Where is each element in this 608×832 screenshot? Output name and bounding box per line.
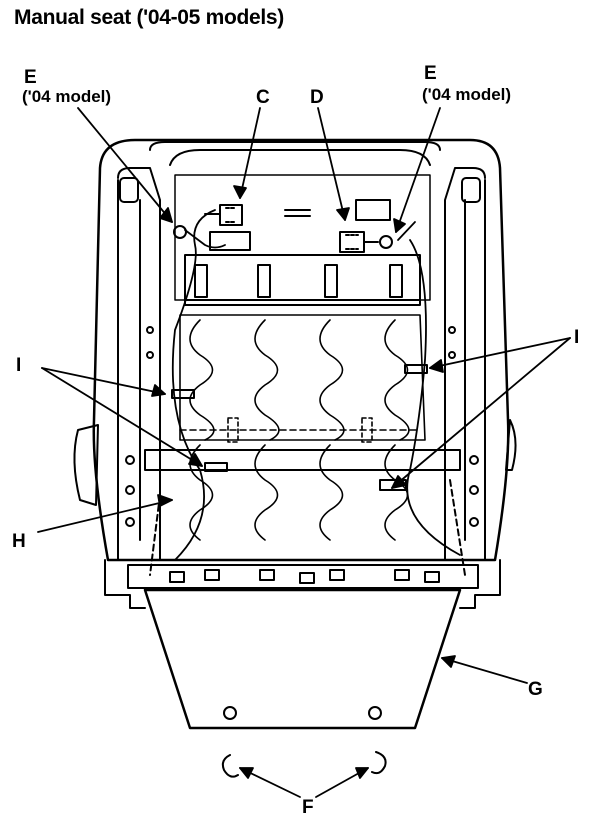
clip-f-left: [221, 754, 239, 778]
wire-clips: [171, 364, 428, 491]
clip-f-right: [371, 751, 387, 775]
connector-c: [204, 204, 251, 251]
top-bracket: [184, 209, 421, 306]
page-title: Manual seat ('04-05 models): [14, 6, 284, 29]
label-e-right-note: ('04 model): [422, 85, 512, 104]
connector-d: [339, 199, 393, 253]
label-d: D: [310, 87, 324, 108]
label-e-left-note: ('04 model): [22, 87, 112, 106]
side-frames: [73, 167, 517, 561]
connector-e-left: [173, 225, 187, 239]
label-i-right: I: [574, 327, 580, 348]
seat-springs: [179, 314, 426, 541]
label-g: G: [528, 679, 543, 700]
bottom-rail: [104, 479, 501, 609]
label-h: H: [12, 531, 26, 552]
label-c: C: [256, 87, 270, 108]
label-i-left: I: [16, 355, 22, 376]
label-f: F: [302, 797, 314, 818]
label-e-right: E: [424, 63, 437, 84]
label-e-left: E: [24, 67, 37, 88]
cross-bar: [144, 449, 461, 471]
leader-lines: [37, 107, 571, 798]
wire-harness: [171, 209, 461, 561]
back-panel: [143, 588, 462, 730]
